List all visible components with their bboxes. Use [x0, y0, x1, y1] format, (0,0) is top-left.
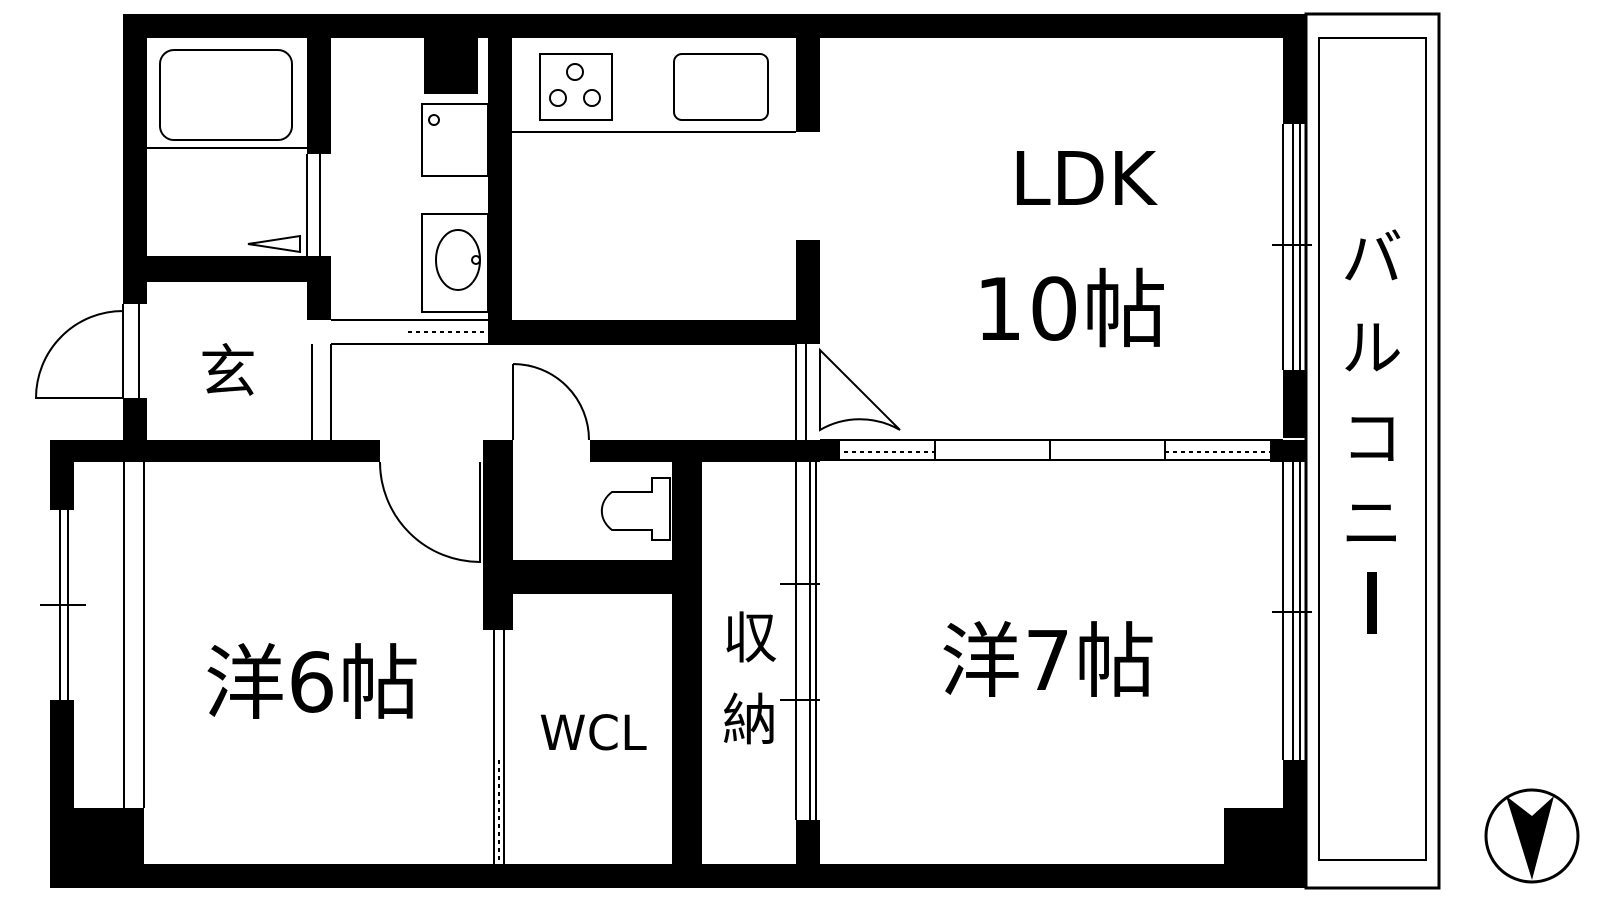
storage-label-top: 収 — [722, 607, 778, 672]
bathtub-icon — [159, 49, 293, 141]
fixtures — [159, 49, 796, 541]
toilet-icon — [600, 477, 671, 541]
doors — [34, 234, 901, 564]
kitchen-sink-icon — [673, 53, 769, 121]
windows — [40, 124, 1312, 880]
stove-icon — [539, 53, 613, 121]
compass-icon — [1484, 788, 1580, 884]
western-6-label: 洋6帖 — [204, 637, 420, 732]
ldk-door — [819, 347, 901, 432]
balcony-char-1: バ — [1341, 222, 1403, 295]
balcony-char-2: ル — [1341, 312, 1403, 385]
washbasin-icon — [421, 213, 489, 313]
balcony-char-4: ニ — [1341, 487, 1403, 560]
entrance-label: 玄 — [199, 338, 257, 406]
balcony-char-3: コ — [1341, 402, 1403, 475]
storage-label-bottom: 納 — [722, 689, 778, 754]
western6-door — [379, 461, 481, 564]
wcl-label: WCL — [539, 706, 647, 762]
balcony-label: バ ル コ ニ ー — [1341, 222, 1403, 634]
toilet-door — [512, 363, 590, 441]
washer-icon — [421, 103, 489, 177]
ldk-size-label: 10帖 — [972, 261, 1167, 361]
ldk-label: LDK — [1010, 137, 1159, 223]
balcony-char-5-bar — [1367, 572, 1377, 634]
entrance-door — [34, 310, 124, 399]
walls — [50, 14, 1307, 888]
western-7-label: 洋7帖 — [940, 615, 1156, 710]
